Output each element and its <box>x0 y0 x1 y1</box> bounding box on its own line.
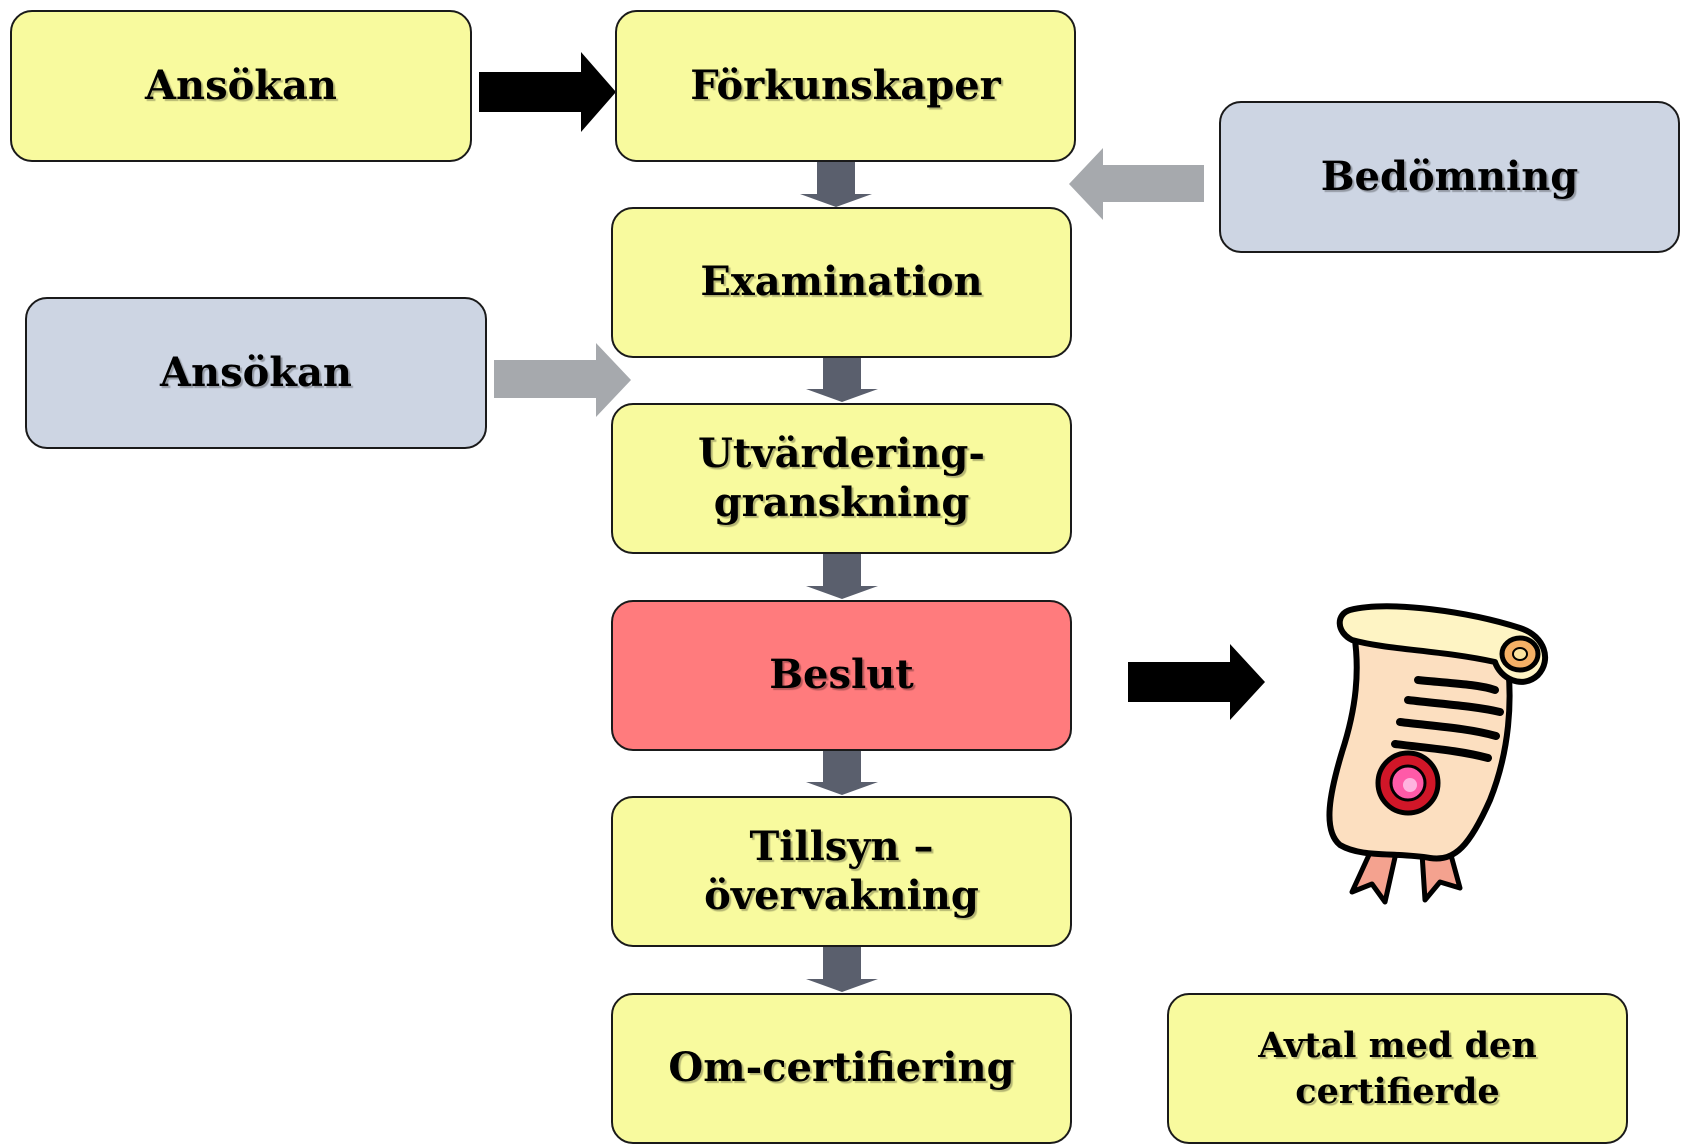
box-beslut: Beslut <box>611 600 1072 751</box>
arrow-tillsyn-to-omcertifiering <box>806 947 878 992</box>
arrow-ansokan-to-examination <box>494 343 631 417</box>
box-bedomning: Bedömning <box>1219 101 1680 253</box>
box-utvardering-granskning: Utvärdering- granskning <box>611 403 1072 554</box>
arrow-examination-to-utvardering <box>806 357 878 402</box>
arrow-utvardering-to-beslut <box>806 554 878 599</box>
box-forkunskaper: Förkunskaper <box>615 10 1076 162</box>
box-ansokan-top: Ansökan <box>10 10 472 162</box>
box-ansokan-left: Ansökan <box>25 297 487 449</box>
box-om-certifiering: Om-certifiering <box>611 993 1072 1144</box>
arrow-forkunskaper-to-examination <box>800 162 872 207</box>
arrow-beslut-to-certificate <box>1128 644 1265 720</box>
arrow-ansokan-to-forkunskaper <box>479 52 616 132</box>
box-examination: Examination <box>611 207 1072 358</box>
box-avtal-med-den-certifierde: Avtal med den certifierde <box>1167 993 1628 1144</box>
certificate-scroll-icon <box>1326 603 1549 905</box>
arrow-beslut-to-tillsyn <box>806 750 878 795</box>
box-tillsyn-overvakning: Tillsyn – övervakning <box>611 796 1072 947</box>
arrow-bedomning-to-forkunskaper <box>1069 148 1204 220</box>
